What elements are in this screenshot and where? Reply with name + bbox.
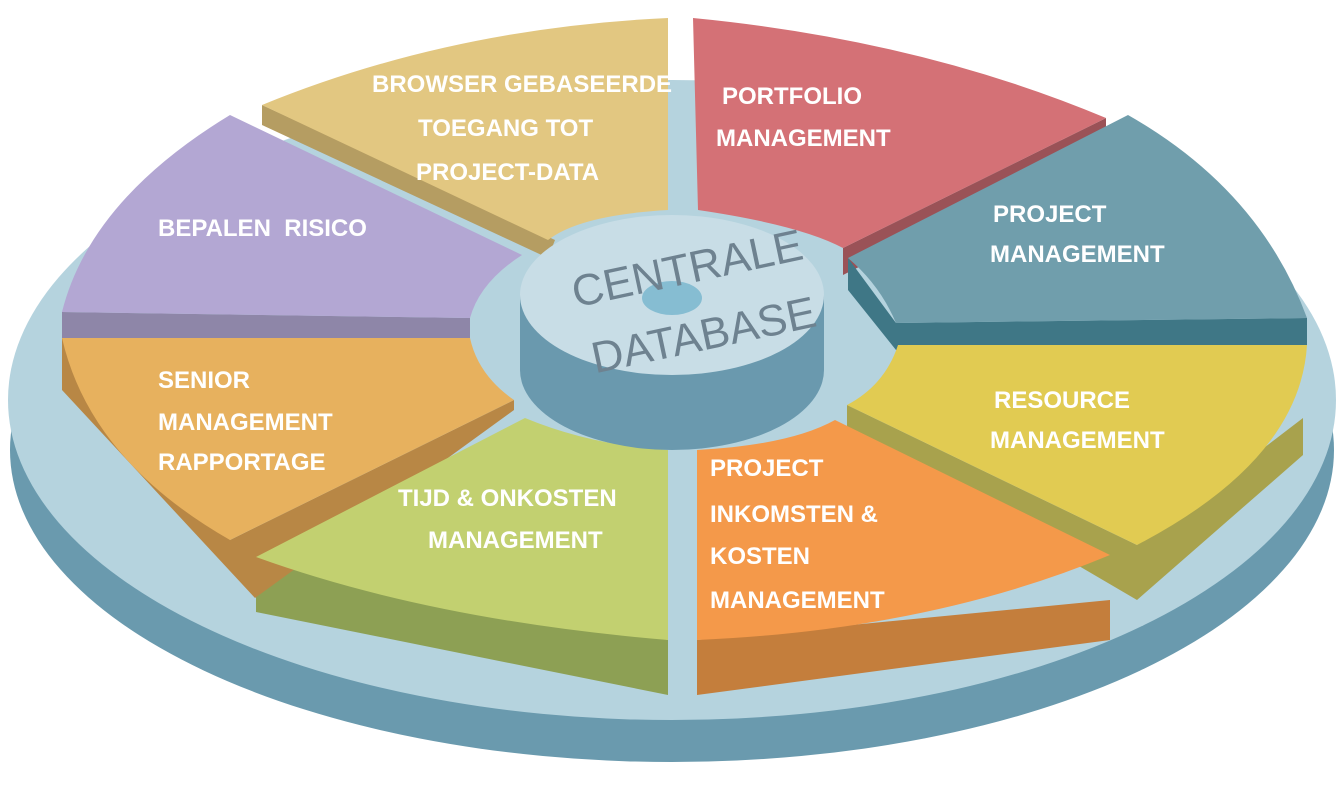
senior-management-segment bbox=[62, 338, 514, 540]
browser-label-3: PROJECT-DATA bbox=[416, 159, 599, 186]
browser-label-2: TOEGANG TOT bbox=[418, 115, 593, 142]
project-inkomsten-label-1: PROJECT bbox=[710, 455, 824, 482]
segment-labels: PORTFOLIO MANAGEMENT PROJECT MANAGEMENT … bbox=[158, 71, 1165, 614]
browser-segment-side bbox=[262, 105, 555, 258]
project-inkomsten-label-2: INKOMSTEN & bbox=[710, 501, 878, 528]
project-inkomsten-segment bbox=[697, 420, 1110, 640]
project-inkomsten-label-3: KOSTEN bbox=[710, 543, 810, 570]
project-inkomsten-label-4: MANAGEMENT bbox=[710, 587, 885, 614]
hub-center-dot bbox=[642, 281, 702, 315]
bepalen-risico-label: BEPALEN RISICO bbox=[158, 215, 367, 242]
project-management-segment bbox=[848, 115, 1307, 323]
browser-label-1: BROWSER GEBASEERDE bbox=[372, 71, 672, 98]
resource-label-2: MANAGEMENT bbox=[990, 427, 1165, 454]
portfolio-label-2: MANAGEMENT bbox=[716, 125, 891, 152]
resource-label-1: RESOURCE bbox=[994, 387, 1130, 414]
tijd-onkosten-label-2: MANAGEMENT bbox=[428, 527, 603, 554]
tijd-onkosten-label-1: TIJD & ONKOSTEN bbox=[398, 485, 617, 512]
tijd-onkosten-segment-side bbox=[256, 557, 668, 695]
browser-segment bbox=[262, 18, 668, 240]
portfolio-segment bbox=[693, 18, 1106, 248]
resource-segment bbox=[847, 345, 1307, 545]
project-management-label-2: MANAGEMENT bbox=[990, 241, 1165, 268]
project-inkomsten-segment-side bbox=[697, 600, 1110, 695]
portfolio-label-1: PORTFOLIO bbox=[722, 83, 862, 110]
project-management-segment-side bbox=[848, 258, 1307, 350]
tijd-onkosten-segment bbox=[256, 418, 668, 640]
segments bbox=[62, 18, 1307, 640]
senior-management-label-1: SENIOR bbox=[158, 367, 250, 394]
project-management-label-1: PROJECT bbox=[993, 201, 1107, 228]
resource-segment-side bbox=[847, 405, 1303, 600]
senior-management-label-2: MANAGEMENT bbox=[158, 409, 333, 436]
bepalen-risico-segment bbox=[62, 115, 522, 318]
bepalen-risico-segment-side bbox=[62, 312, 470, 338]
central-database-hub: CENTRALE DATABASE bbox=[520, 215, 824, 450]
senior-management-label-3: RAPPORTAGE bbox=[158, 449, 326, 476]
